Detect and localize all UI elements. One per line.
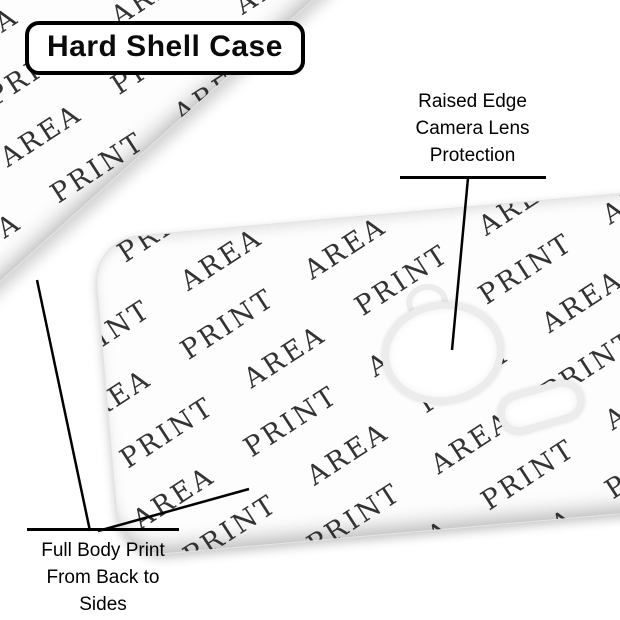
hard-shell-case-badge: Hard Shell Case [25, 21, 305, 75]
full-body-pointer-line-left [35, 279, 92, 532]
camera-annotation-line3: Protection [429, 145, 516, 166]
badge-label: Hard Shell Case [47, 30, 283, 63]
phone-case-main-piece: PRINT AREA PRINT AREA PRINT AREA PRINT A… [92, 181, 620, 559]
camera-annotation-line1: Raised Edge [418, 91, 527, 112]
full-body-annotation-line3: Sides [79, 594, 127, 615]
camera-annotation-line2: Camera Lens [415, 118, 530, 139]
full-body-annotation-line1: Full Body Print [41, 540, 165, 561]
full-body-annotation: Full Body Print From Back to Sides [18, 528, 188, 618]
camera-annotation-underline [399, 176, 546, 179]
full-body-annotation-line2: From Back to [46, 567, 160, 588]
full-body-annotation-overline [27, 528, 179, 531]
print-area-pattern: PRINT AREA PRINT AREA PRINT AREA PRINT A… [92, 182, 620, 558]
camera-annotation: Raised Edge Camera Lens Protection [385, 88, 560, 179]
